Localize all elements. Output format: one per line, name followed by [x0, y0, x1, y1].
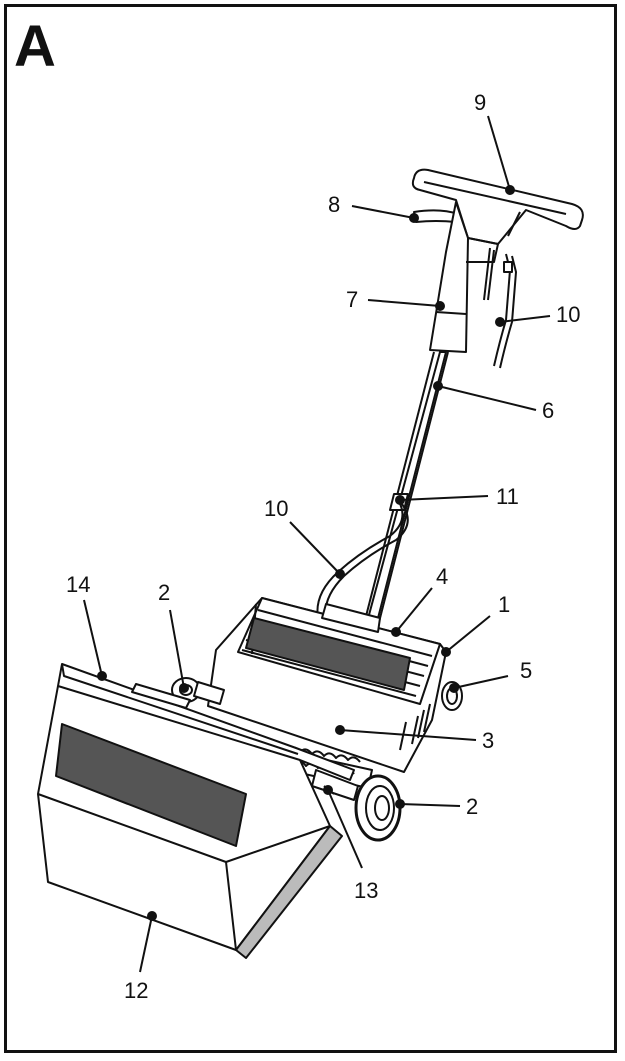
svg-text:14: 14	[66, 572, 90, 597]
callout-8: 8	[328, 192, 419, 223]
callout-2-left: 2	[158, 580, 189, 693]
svg-text:10: 10	[556, 302, 580, 327]
svg-text:1: 1	[498, 592, 510, 617]
svg-text:4: 4	[436, 564, 448, 589]
svg-text:6: 6	[542, 398, 554, 423]
callout-10-upper: 10	[495, 302, 580, 327]
callout-13: 13	[323, 785, 378, 903]
cable-loop	[316, 499, 409, 621]
callout-1: 1	[441, 592, 510, 657]
svg-text:13: 13	[354, 878, 378, 903]
callout-11: 11	[395, 484, 519, 509]
svg-text:5: 5	[520, 658, 532, 683]
svg-text:11: 11	[496, 484, 519, 509]
callout-4: 4	[391, 564, 448, 637]
svg-text:7: 7	[346, 287, 358, 312]
svg-text:10: 10	[264, 496, 288, 521]
cable-connector	[483, 247, 517, 369]
motor-housing	[207, 597, 447, 773]
svg-text:9: 9	[474, 90, 486, 115]
svg-text:12: 12	[124, 978, 148, 1003]
callout-14: 14	[66, 572, 107, 681]
front-wheel-right	[354, 774, 402, 842]
svg-text:3: 3	[482, 728, 494, 753]
callout-9: 9	[474, 90, 515, 195]
upper-handle	[429, 201, 499, 353]
callouts: 1 2 2 3 4 5 6	[66, 90, 580, 1003]
grass-box	[37, 663, 359, 959]
callout-7: 7	[346, 287, 445, 312]
handle-grip	[411, 168, 584, 245]
svg-text:2: 2	[466, 794, 478, 819]
figure-letter: A	[14, 14, 56, 79]
callout-10-lower: 10	[264, 496, 345, 579]
svg-text:2: 2	[158, 580, 170, 605]
svg-text:8: 8	[328, 192, 340, 217]
grass-box-mount	[131, 681, 225, 709]
callout-5: 5	[449, 658, 532, 693]
callout-2-right: 2	[395, 794, 478, 819]
callout-3: 3	[335, 725, 494, 753]
callout-6: 6	[433, 381, 554, 423]
callout-12: 12	[124, 911, 157, 1003]
